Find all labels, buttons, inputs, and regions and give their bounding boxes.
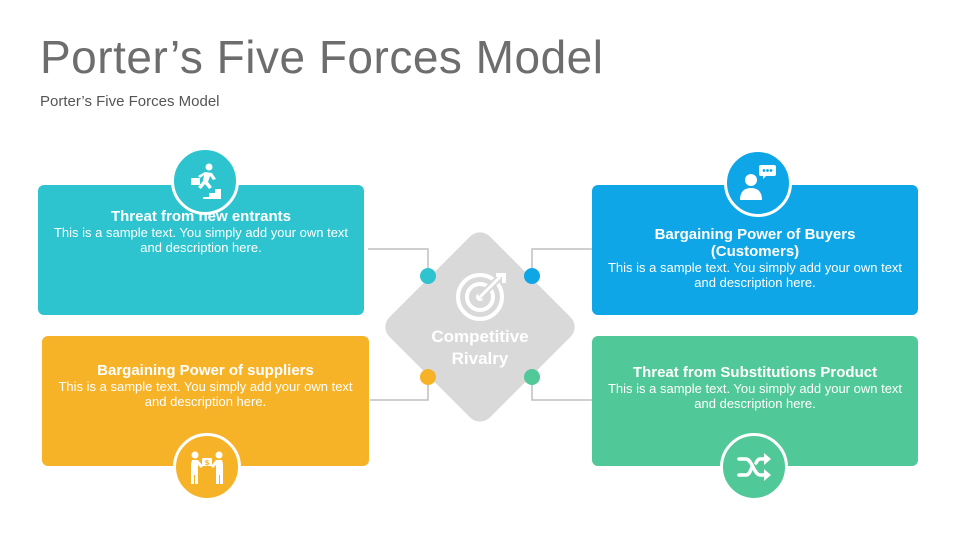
handshake-exchange-icon: $ bbox=[173, 433, 241, 501]
force-title: Threat from new entrants bbox=[110, 207, 292, 225]
customer-chat-icon bbox=[724, 149, 792, 217]
center-label-line1: Competitive bbox=[431, 327, 529, 346]
target-icon bbox=[456, 273, 506, 321]
page-subtitle: Porter’s Five Forces Model bbox=[40, 93, 220, 110]
force-title-line2: (Customers) bbox=[710, 243, 800, 260]
shuffle-icon bbox=[720, 433, 788, 501]
force-title: Threat from Substitutions Product bbox=[632, 363, 878, 381]
page-title: Porter’s Five Forces Model bbox=[40, 31, 604, 83]
center-label: Competitive Rivalry bbox=[420, 326, 540, 370]
force-description: This is a sample text. You simply add yo… bbox=[607, 260, 903, 290]
center-label-line2: Rivalry bbox=[451, 349, 509, 368]
force-title: Bargaining Power of suppliers bbox=[97, 361, 314, 379]
connector-bottom-left bbox=[370, 377, 429, 401]
force-card-new-entrants: Threat from new entrants This is a sampl… bbox=[38, 185, 364, 315]
force-description: This is a sample text. You simply add yo… bbox=[607, 380, 903, 411]
connector-bottom-right bbox=[531, 377, 592, 401]
connector-top-left bbox=[368, 248, 429, 276]
connector-top-right bbox=[531, 248, 592, 276]
connector-dot-top-left bbox=[420, 268, 436, 284]
connector-dot-bottom-right bbox=[524, 369, 540, 385]
climbing-stairs-icon bbox=[171, 147, 239, 215]
force-description: This is a sample text. You simply add yo… bbox=[58, 378, 353, 409]
svg-text:$: $ bbox=[205, 459, 210, 467]
connector-dot-bottom-left bbox=[420, 369, 436, 385]
force-title-line1: Bargaining Power of Buyers bbox=[654, 226, 856, 243]
force-description: This is a sample text. You simply add yo… bbox=[53, 224, 349, 255]
connector-dot-top-right bbox=[524, 268, 540, 284]
